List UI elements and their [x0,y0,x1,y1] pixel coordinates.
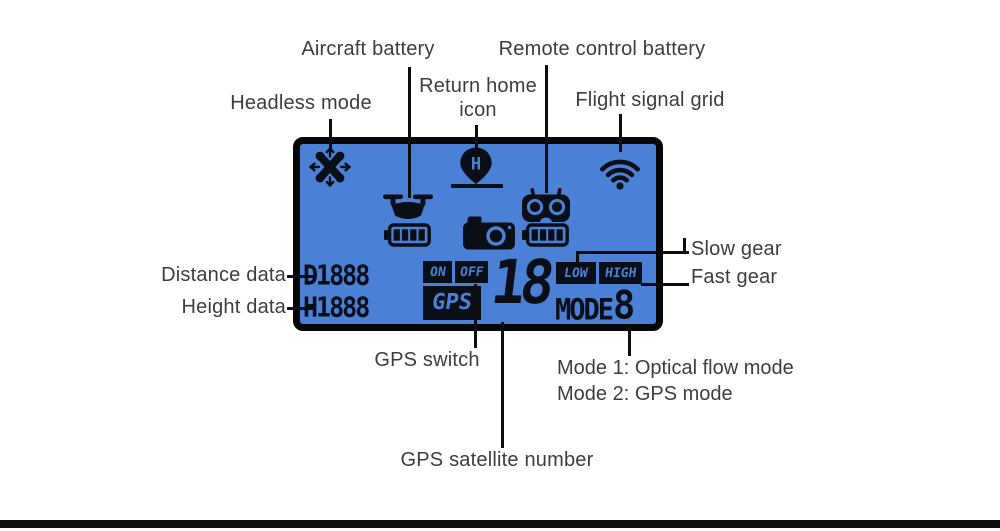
leader-line-gps-satellite [501,322,504,448]
lcd-screen: H [293,137,663,331]
slow-gear-label: Slow gear [691,238,782,260]
gear-low-indicator: LOW [556,262,596,284]
height-display: H1888 [303,290,370,324]
leader-line-distance-data [287,275,314,278]
gear-low-text: LOW [563,265,589,281]
leader-line-gps-switch [474,284,477,348]
leader-line-remote-battery [545,65,548,193]
leader-line-mode [628,326,631,356]
mode-1-description: Mode 1: Optical flow mode [557,357,794,379]
gps-on-text: ON [428,264,447,280]
gps-text: GPS [430,290,474,315]
gear-high-text: HIGH [603,265,638,281]
remote-control-icon [522,188,570,222]
drone-with-battery-icon [383,194,433,219]
gps-satellite-number-label: GPS satellite number [400,449,594,471]
remote-control-battery-icon [522,223,569,247]
leader-line-return-home [475,125,478,149]
aircraft-battery-label: Aircraft battery [301,38,435,60]
leader-line-height-data [287,307,314,310]
return-home-underline [451,184,503,188]
headless-mode-icon [308,146,352,188]
distance-display: D1888 [303,258,370,292]
return-home-icon-label: Return home icon [419,75,537,121]
mode-display: MODE 8 [555,283,635,329]
headless-mode-label: Headless mode [230,92,372,114]
fast-gear-label: Fast gear [691,266,778,288]
mode-2-description: Mode 2: GPS mode [557,382,733,405]
return-home-pin-icon: H [460,147,492,184]
leader-line-aircraft-battery [408,67,411,198]
remote-control-battery-label: Remote control battery [498,38,706,60]
mode-descriptions: Mode 1: Optical flow mode Mode 2: GPS mo… [557,356,794,407]
distance-data-label: Distance data [161,264,286,286]
gps-on-indicator: ON [423,261,452,283]
footer-divider [0,520,1000,528]
leader-line-slow-gear-tick [683,238,686,252]
gps-switch-label: GPS switch [374,349,480,371]
leader-line-headless-mode [329,119,332,150]
return-home-letter: H [471,155,481,175]
mode-number: 8 [613,283,635,329]
leader-line-flight-signal [619,114,622,152]
gps-off-text: OFF [458,264,485,280]
height-data-label: Height data [181,296,286,318]
mode-word: MODE [555,293,614,328]
wifi-signal-icon [600,159,640,190]
camera-icon [463,216,515,250]
flight-signal-grid-label: Flight signal grid [575,89,725,111]
aircraft-battery-icon [384,223,431,247]
gps-indicator: GPS [423,286,481,320]
gear-high-indicator: HIGH [599,262,642,284]
leader-line-slow-gear-vertical [576,251,579,264]
leader-line-fast-gear [641,283,689,286]
satellite-count-display: 18 [487,248,554,319]
gps-off-indicator: OFF [455,261,488,283]
leader-line-slow-gear-horizontal [576,251,689,254]
